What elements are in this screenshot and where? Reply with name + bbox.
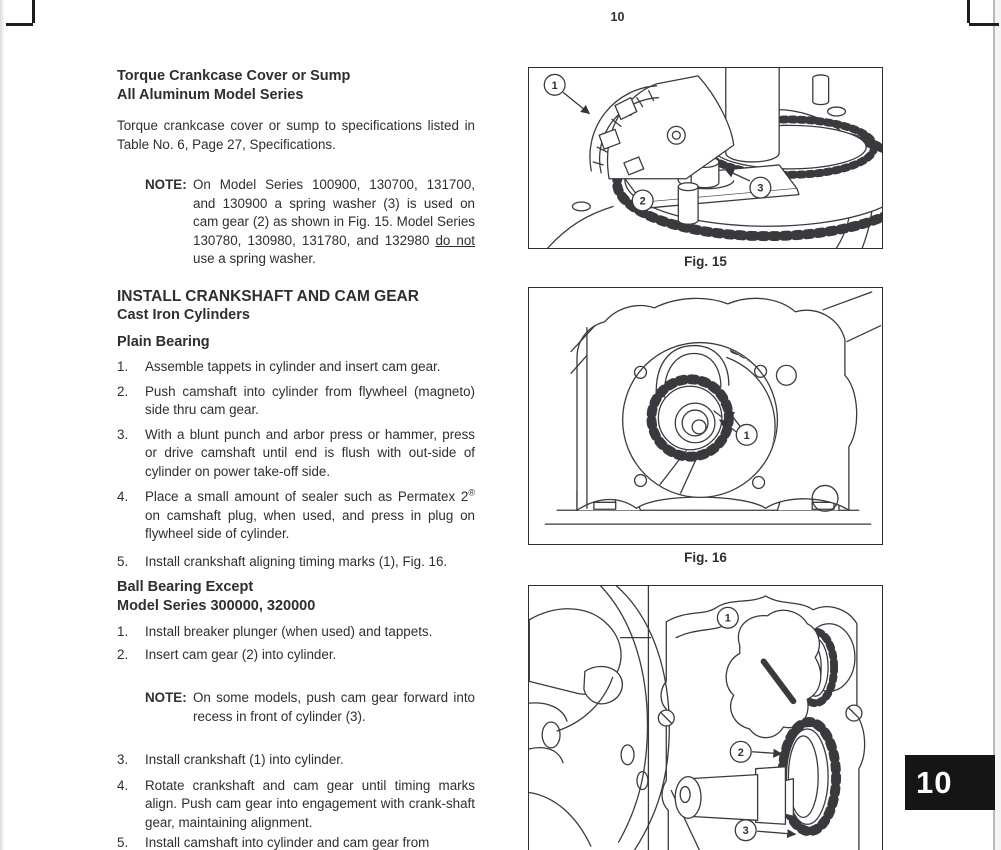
note-block: NOTE: On some models, push cam gear forw… (145, 689, 475, 726)
callout-3: 3 (757, 183, 763, 195)
callout-1: 1 (744, 430, 750, 442)
figure-15-caption: Fig. 15 (684, 254, 727, 269)
list-item: 4. Rotate crankshaft and cam gear until … (117, 777, 475, 833)
list-item-number: 2. (117, 646, 129, 662)
figure-16-timing-marks: 1 (528, 287, 883, 545)
crop-mark-top-left (32, 0, 35, 23)
scan-edge-right-line (993, 0, 995, 850)
list-item-text: Rotate crankshaft and cam gear until tim… (145, 777, 475, 830)
list-item: 3. With a blunt punch and arbor press or… (117, 426, 475, 482)
list-item-text-part: on camshaft plug, when used, and press i… (145, 507, 475, 542)
note-label: NOTE: (145, 177, 187, 192)
list-item: 2. Insert cam gear (2) into cylinder. (117, 646, 475, 665)
chapter-tab: 10 (905, 755, 995, 810)
list-item-number: 2. (117, 383, 129, 399)
list-item-text: Insert cam gear (2) into cylinder. (145, 646, 337, 662)
heading-line: Torque Crankcase Cover or Sump (117, 68, 351, 84)
list-item: 1. Install breaker plunger (when used) a… (117, 623, 475, 642)
list-item-number: 4. (117, 489, 129, 504)
list-item-text: Install camshaft into cylinder and cam g… (145, 835, 430, 850)
heading-line: Cast Iron Cylinders (117, 307, 250, 323)
crop-mark-top-right (969, 23, 999, 26)
note-text-underlined: do not (435, 232, 476, 248)
crop-mark-top-left (6, 23, 33, 26)
list-item-text: Install crankshaft aligning timing marks… (145, 553, 448, 569)
note-label: NOTE: (145, 690, 187, 705)
list-item-number: 3. (117, 426, 129, 442)
callout-1: 1 (552, 80, 558, 92)
scan-edge-left (0, 0, 4, 850)
figure-17-install-cam-gear: 1 2 3 (528, 585, 883, 850)
list-item-text: Push camshaft into cylinder from flywhee… (145, 383, 475, 418)
paragraph-torque: Torque crankcase cover or sump to specif… (117, 118, 475, 152)
list-item-number: 5. (117, 553, 129, 569)
heading-line: Ball Bearing Except (117, 579, 254, 595)
list-item-text: Install crankshaft (1) into cylinder. (145, 752, 344, 767)
callout-3: 3 (743, 825, 749, 837)
list-item-number: 3. (117, 752, 129, 767)
list-item-text-part: Place a small amount of sealer such as P… (145, 489, 469, 504)
note-block: NOTE: On Model Series 100900, 130700, 13… (145, 176, 475, 269)
text-column: Torque Crankcase Cover or Sump All Alumi… (117, 67, 475, 850)
list-item-text: Place a small amount of sealer such as P… (145, 488, 475, 544)
list-item-number: 1. (117, 359, 129, 374)
list-item-text: Install breaker plunger (when used) and … (145, 624, 433, 639)
figure-15-line-art: 1 2 3 (543, 68, 882, 248)
list-item: 5. Install camshaft into cylinder and ca… (117, 834, 475, 850)
subheading-plain-bearing: Plain Bearing (117, 334, 210, 350)
figure-16-line-art: 1 (544, 291, 882, 525)
note-text: On Model Series 100900, 130700, 131700, … (193, 176, 475, 269)
heading-line: INSTALL CRANKSHAFT AND CAM GEAR (117, 287, 419, 305)
list-item: 5. Install crankshaft aligning timing ma… (117, 553, 475, 572)
list-item: 1. Assemble tappets in cylinder and inse… (117, 358, 475, 377)
chapter-tab-number: 10 (916, 764, 953, 800)
scan-edge-right-strip (995, 0, 1001, 850)
list-item: 4. Place a small amount of sealer such a… (117, 488, 475, 544)
callout-2: 2 (640, 195, 646, 207)
heading-line: All Aluminum Model Series (117, 87, 304, 103)
heading-line: Model Series 300000, 320000 (117, 598, 316, 614)
section-heading-torque: Torque Crankcase Cover or Sump All Alumi… (117, 67, 475, 105)
registered-trademark-symbol: ® (468, 487, 475, 498)
note-text-part: On Model Series 100900, 130700, 131700, … (193, 177, 475, 248)
figure-16-caption: Fig. 16 (684, 550, 727, 565)
list-item-number: 1. (117, 624, 129, 639)
list-item-number: 4. (117, 777, 129, 793)
list-item: 3. Install crankshaft (1) into cylinder. (117, 751, 475, 770)
page-number-header: 10 (610, 10, 625, 24)
note-text: On some models, push cam gear forward in… (193, 690, 475, 724)
figure-17-line-art: 1 2 3 (529, 586, 866, 850)
callout-1: 1 (725, 613, 731, 625)
crop-mark-top-right (967, 0, 970, 23)
list-item-text: Assemble tappets in cylinder and insert … (145, 359, 441, 374)
note-text-part: use a spring washer. (193, 251, 316, 266)
list-item-number: 5. (117, 835, 129, 850)
section-heading-install: INSTALL CRANKSHAFT AND CAM GEAR Cast Iro… (117, 287, 475, 326)
callout-2: 2 (738, 747, 744, 759)
list-item: 2. Push camshaft into cylinder from flyw… (117, 383, 475, 420)
figure-15-crankcase-spring-washer: 1 2 3 (528, 67, 883, 249)
list-item-text: With a blunt punch and arbor press or ha… (145, 426, 475, 479)
subheading-ball-bearing: Ball Bearing Except Model Series 300000,… (117, 578, 475, 616)
